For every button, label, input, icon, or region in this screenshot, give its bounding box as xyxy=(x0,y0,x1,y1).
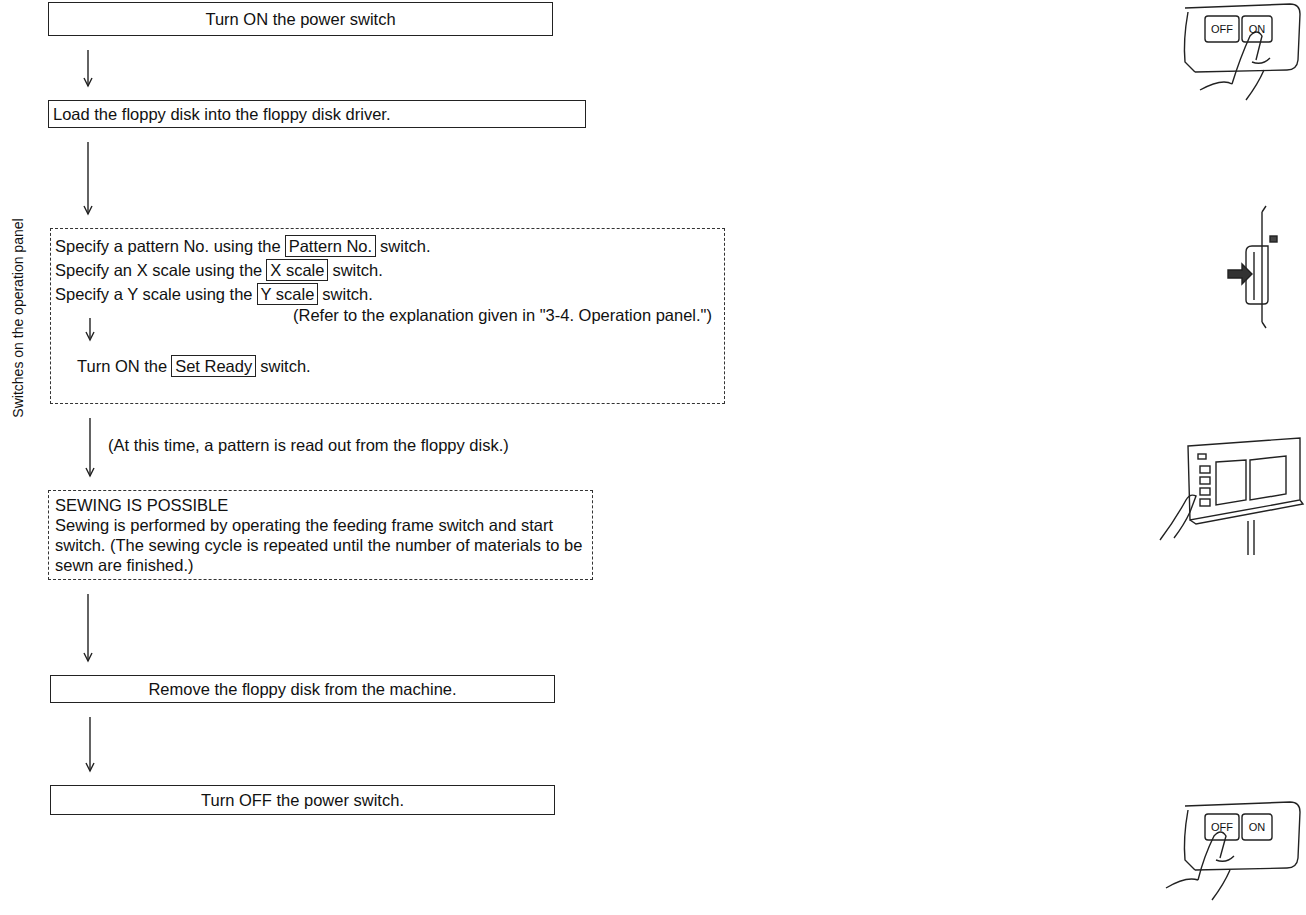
step-text: (Refer to the explanation given in "3-4.… xyxy=(293,305,712,325)
panel-key xyxy=(1200,499,1210,506)
step-text: Specify a Y scale using the xyxy=(55,284,253,304)
box-body: Sewing is performed by operating the fee… xyxy=(55,515,586,575)
group-box: Specify a pattern No. using thePattern N… xyxy=(50,228,725,404)
switch-name: Pattern No. xyxy=(285,235,376,257)
switch-housing xyxy=(1185,4,1300,72)
text-row: Turn ON theSet Readyswitch. xyxy=(55,355,716,377)
arrow-head xyxy=(84,653,92,661)
arrow-shaft xyxy=(87,594,88,661)
step-text: Remove the floppy disk from the machine. xyxy=(148,679,456,699)
process-box: Turn ON the power switch xyxy=(48,2,553,36)
button-label: OFF xyxy=(1211,821,1233,833)
panel-key xyxy=(1200,466,1210,473)
text-row: Specify an X scale using theX scaleswitc… xyxy=(55,259,716,281)
flow-arrow xyxy=(84,50,92,86)
arrow-head xyxy=(84,78,92,86)
side-label: Switches on the operation panel xyxy=(10,218,26,417)
button-label: ON xyxy=(1249,23,1266,35)
edge-note: (At this time, a pattern is read out fro… xyxy=(106,436,511,455)
drive-led xyxy=(1270,236,1277,242)
button-label: OFF xyxy=(1211,23,1233,35)
hand xyxy=(1160,495,1196,540)
button-label: ON xyxy=(1249,821,1266,833)
step-text: switch. xyxy=(332,260,382,280)
process-box: Remove the floppy disk from the machine. xyxy=(50,675,555,703)
switch-housing xyxy=(1184,810,1195,870)
text-row: Specify a pattern No. using thePattern N… xyxy=(55,235,716,257)
hand xyxy=(1166,832,1234,900)
step-text: Turn ON the power switch xyxy=(205,9,395,29)
step-text: switch. xyxy=(380,236,430,256)
on-button xyxy=(1242,814,1272,840)
switch-name: Y scale xyxy=(257,283,319,305)
drive-slot xyxy=(1253,252,1254,300)
arrow-shaft xyxy=(89,717,90,771)
inner-arrow xyxy=(86,332,94,340)
operation-panel xyxy=(1190,500,1303,524)
flow-arrow xyxy=(84,594,92,661)
insert-arrow xyxy=(1228,264,1252,284)
off-button xyxy=(1205,16,1239,42)
text-row: Specify a Y scale using theY scaleswitch… xyxy=(55,283,716,305)
text-row: (Refer to the explanation given in "3-4.… xyxy=(55,305,716,325)
flow-arrow xyxy=(86,717,94,771)
arrow-shaft xyxy=(87,142,88,214)
switch-housing xyxy=(1185,802,1300,870)
step-text: switch. xyxy=(322,284,372,304)
step-text: Specify an X scale using the xyxy=(55,260,262,280)
switch-name: X scale xyxy=(266,259,328,281)
step-text: Specify a pattern No. using the xyxy=(55,236,281,256)
on-button xyxy=(1242,16,1272,42)
inner-arrow xyxy=(89,318,90,338)
panel-lamp xyxy=(1198,454,1206,459)
panel-stand xyxy=(1248,520,1254,555)
off-button xyxy=(1205,814,1239,840)
step-text: Turn OFF the power switch. xyxy=(201,790,404,810)
arrow-head xyxy=(86,468,94,476)
group-box: SEWING IS POSSIBLESewing is performed by… xyxy=(48,490,593,580)
arrow-head xyxy=(86,763,94,771)
switch-name: Set Ready xyxy=(171,355,256,377)
panel-display xyxy=(1216,456,1286,505)
arrow-head xyxy=(84,206,92,214)
step-text: switch. xyxy=(260,356,310,376)
switch-housing xyxy=(1184,12,1195,72)
arrow-shaft xyxy=(87,50,88,86)
process-box: Turn OFF the power switch. xyxy=(50,785,555,815)
hand xyxy=(1200,32,1270,100)
box-heading: SEWING IS POSSIBLE xyxy=(55,495,586,515)
process-box: Load the floppy disk into the floppy dis… xyxy=(48,100,586,128)
panel-key xyxy=(1200,477,1210,484)
flow-arrow xyxy=(84,142,92,214)
arrow-shaft xyxy=(89,418,90,476)
panel-key xyxy=(1200,488,1210,495)
drive-front xyxy=(1262,206,1266,328)
flow-arrow xyxy=(86,418,94,476)
step-text: Load the floppy disk into the floppy dis… xyxy=(53,104,391,124)
step-text: Turn ON the xyxy=(77,356,167,376)
